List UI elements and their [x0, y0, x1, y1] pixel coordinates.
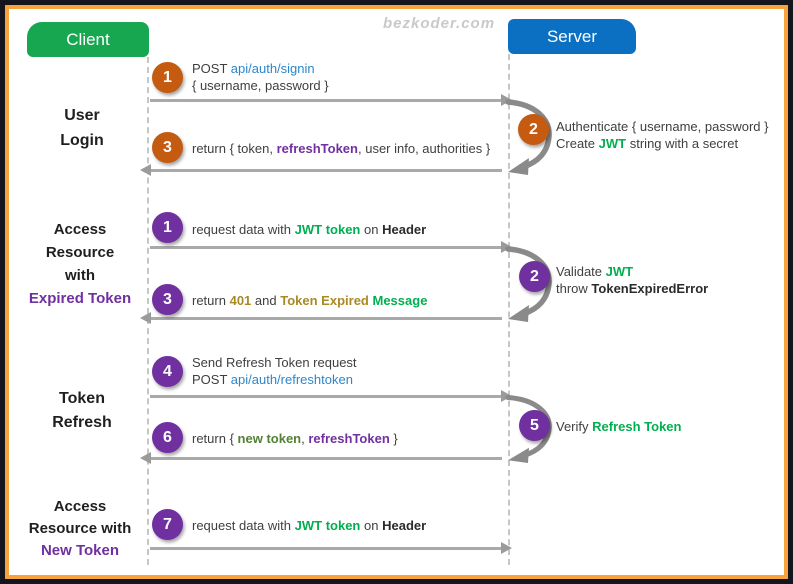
section-label-expired-token: Access Resource with Expired Token: [28, 221, 132, 307]
arrow-request-expired: [150, 241, 512, 253]
client-actor-box: Client: [27, 22, 149, 57]
message-request-new: request data with JWT token on Header: [192, 518, 427, 533]
client-lifeline: [147, 57, 149, 565]
message-send-refresh: Send Refresh Token request POST api/auth…: [192, 355, 357, 387]
refresh-token-keyword: Refresh Token: [592, 419, 682, 434]
step-circle-7-request-new: 7: [152, 509, 183, 540]
server-lifeline: [508, 54, 510, 565]
server-actor-box: Server: [508, 19, 636, 54]
message-return-401: return 401 and Token Expired Message: [192, 293, 428, 308]
server-self-loop-1: [505, 99, 552, 175]
message-validate: Validate JWT throw TokenExpiredError: [556, 264, 709, 296]
arrow-signin-request: [150, 94, 512, 106]
jwt-keyword: JWT: [598, 136, 627, 151]
message-post-signin: POST api/auth/signin { username, passwor…: [192, 61, 329, 93]
step-circle-1-signin: 1: [152, 62, 183, 93]
step-circle-2-validate: 2: [519, 261, 550, 292]
token-expired-error: TokenExpiredError: [591, 281, 709, 296]
section-label-token-refresh: Token Refresh: [52, 390, 112, 431]
status-401: 401: [229, 293, 252, 308]
arrow-refresh-request: [150, 390, 512, 402]
watermark: bezkoder.com: [383, 15, 496, 32]
new-token-keyword: new token: [237, 431, 302, 446]
arrow-refresh-response: [140, 452, 502, 464]
arrow-response-401: [140, 312, 502, 324]
section-label-user-login: User Login: [60, 107, 104, 149]
step-circle-2-authenticate: 2: [518, 114, 549, 145]
refreshtoken-url: api/auth/refreshtoken: [230, 372, 353, 387]
message-verify: Verify Refresh Token: [556, 419, 682, 434]
signin-url: api/auth/signin: [230, 61, 315, 76]
server-self-loop-2: [505, 246, 552, 322]
step-circle-3-return-token: 3: [152, 132, 183, 163]
step-circle-3-return-401: 3: [152, 284, 183, 315]
step-circle-6-return-new: 6: [152, 422, 183, 453]
step-circle-4-send-refresh: 4: [152, 356, 183, 387]
arrow-signin-response: [140, 164, 502, 176]
message-return-token: return { token, refreshToken, user info,…: [192, 141, 491, 156]
refresh-token-keyword: refreshToken: [308, 431, 390, 446]
jwt-keyword: JWT: [605, 264, 634, 279]
message-authenticate: Authenticate { username, password } Crea…: [556, 119, 769, 151]
step-circle-1-request-expired: 1: [152, 212, 183, 243]
arrow-request-new: [150, 542, 512, 554]
section-label-new-token: Access Resource with New Token: [28, 498, 132, 559]
refresh-token-keyword: refreshToken: [276, 141, 358, 156]
jwt-token-keyword: JWT token: [294, 222, 361, 237]
jwt-token-keyword: JWT token: [294, 518, 361, 533]
message-return-new: return { new token, refreshToken }: [192, 431, 398, 446]
step-circle-5-verify: 5: [519, 410, 550, 441]
message-request-expired: request data with JWT token on Header: [192, 222, 427, 237]
